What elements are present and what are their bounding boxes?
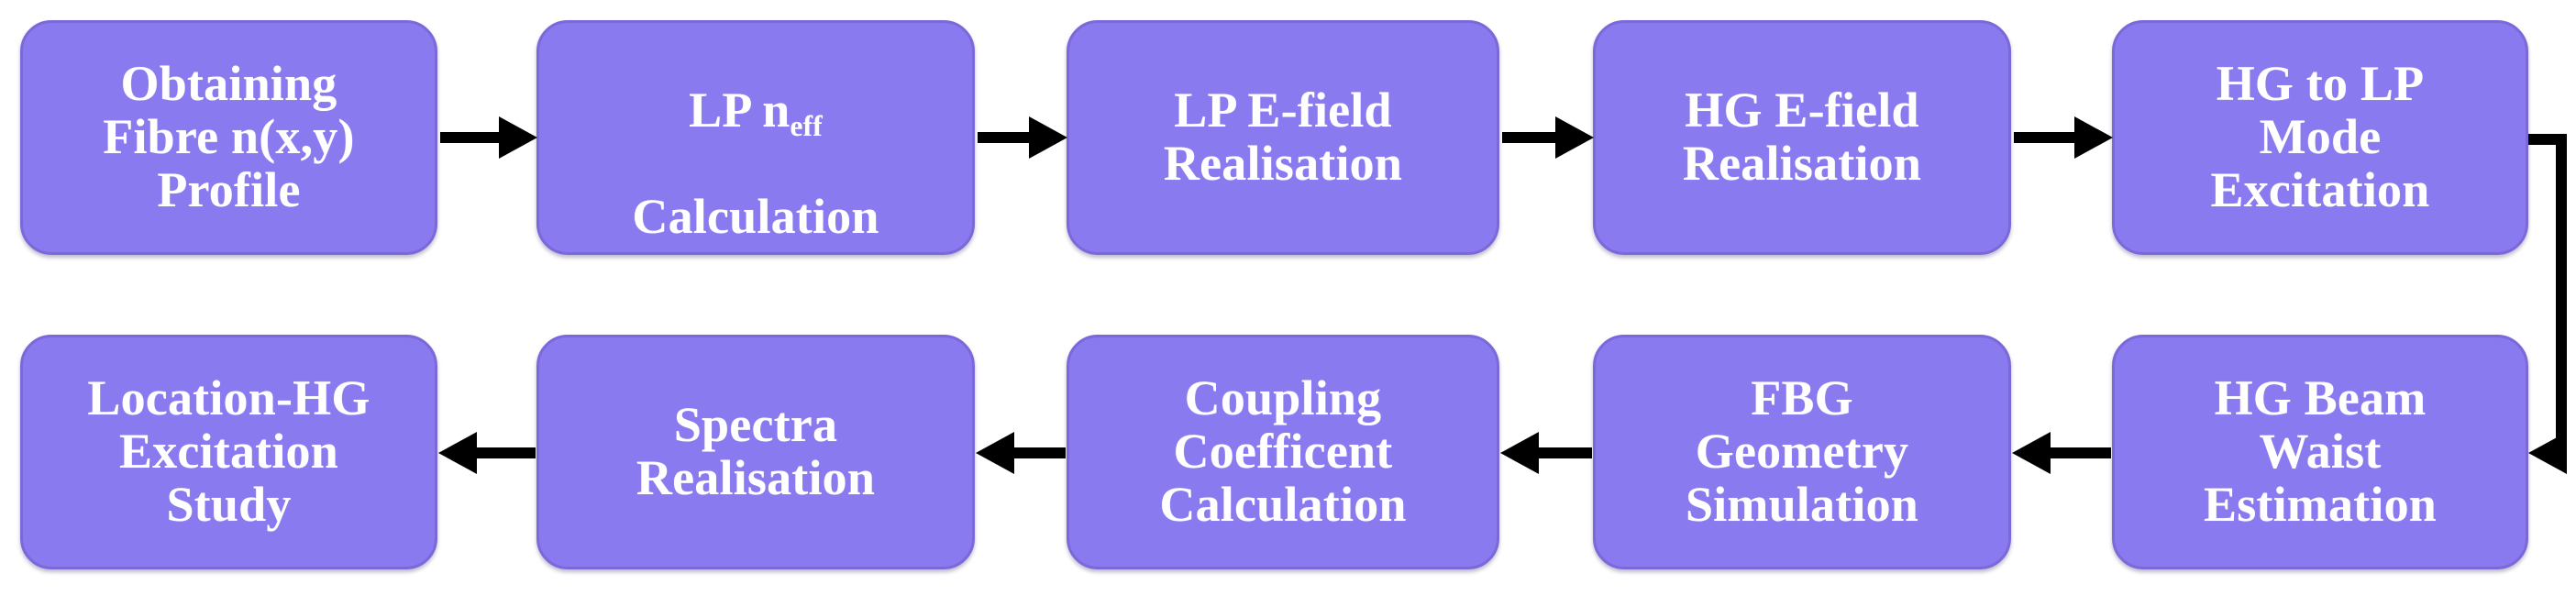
node-label-line: Realisation [1163, 136, 1403, 191]
arrow-shaft [978, 132, 1040, 143]
node-label-line: Calculation [1159, 476, 1407, 532]
node-label-line: Fibre n(x,y) [103, 109, 355, 165]
arrow-head [1500, 432, 1539, 474]
node-label-line: Profile [157, 161, 301, 217]
node-label-line: Estimation [2203, 476, 2438, 532]
node-label-line: Simulation [1685, 476, 1919, 532]
arrow-shaft [1528, 447, 1592, 458]
arrow-head [2012, 432, 2051, 474]
node-label-line: Obtaining [120, 56, 337, 112]
node-label-line: Coupling [1184, 370, 1382, 426]
node-label-line: HG to LP [2216, 56, 2425, 112]
node-label-line: HG Beam [2214, 370, 2427, 426]
arrow-shaft [466, 447, 536, 458]
node-label-line: Calculation [632, 188, 879, 244]
node-label-line: Excitation [119, 424, 338, 480]
arrow-head [1555, 116, 1594, 159]
arrow-head [2528, 432, 2567, 474]
node-label-line: Waist [2259, 424, 2382, 480]
arrow-head [976, 432, 1014, 474]
node-label-line: LP E-field [1174, 83, 1392, 138]
arrow-shaft [2014, 132, 2085, 143]
arrow-head [1029, 116, 1067, 159]
arrow-head [2074, 116, 2113, 159]
arrow-head [499, 116, 537, 159]
node-label-subscript: eff [790, 109, 823, 142]
node-label-line: LP n [689, 83, 790, 138]
node-label-line: Location-HG [87, 370, 370, 426]
node-lp-neff-calculation[interactable]: LP neff Calculation [536, 20, 975, 255]
node-label-line: Mode [2259, 109, 2382, 165]
node-label-line: Study [166, 476, 292, 532]
node-label-line: FBG [1751, 370, 1853, 426]
arrow-shaft [440, 132, 510, 143]
node-label-line: Excitation [2210, 161, 2430, 217]
arrow-shaft [1502, 132, 1566, 143]
node-label: LP neff Calculation [552, 31, 959, 243]
node-label-line: Realisation [636, 450, 876, 505]
elbow-segment-vertical [2556, 134, 2567, 458]
arrow-shaft [1003, 447, 1066, 458]
arrow-head [438, 432, 477, 474]
arrow-shaft [2040, 447, 2111, 458]
node-label-line: Realisation [1682, 136, 1922, 191]
node-label-line: Coefficent [1173, 424, 1393, 480]
node-label-line: Spectra [673, 397, 838, 453]
node-label-line: HG E-field [1685, 83, 1919, 138]
node-label-line: Geometry [1695, 424, 1909, 480]
